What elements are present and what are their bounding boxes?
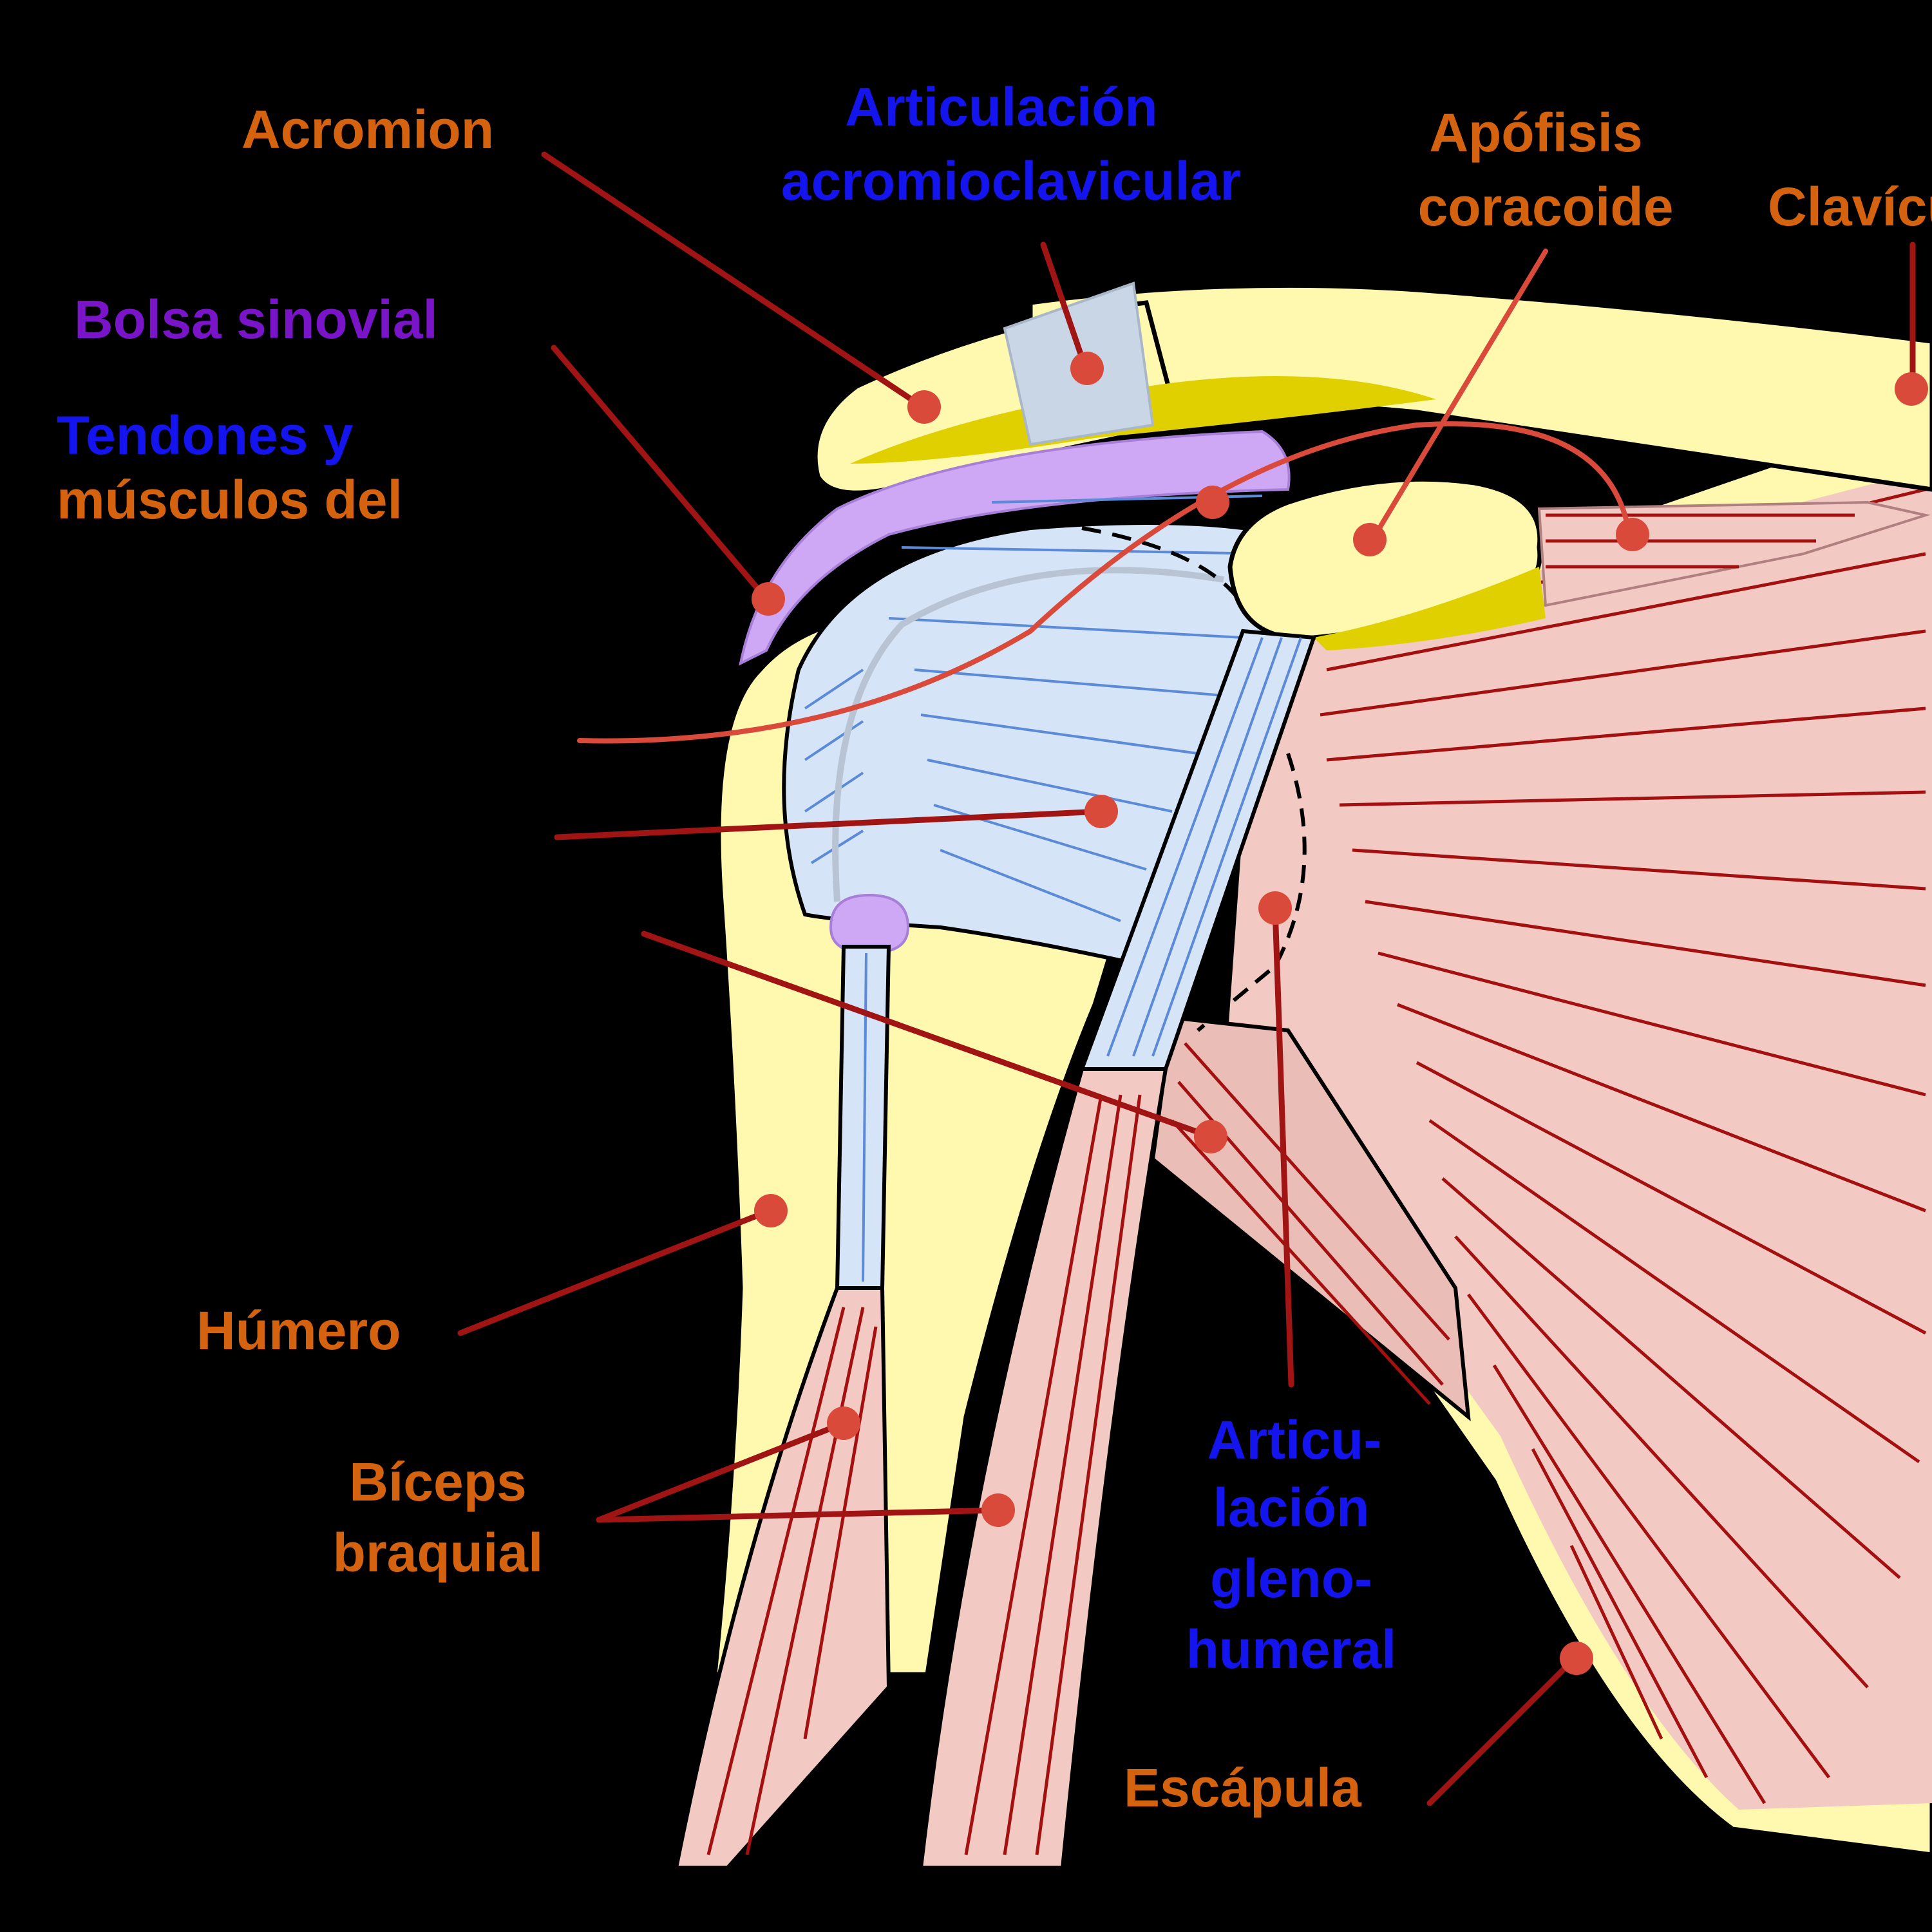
leader-lines bbox=[457, 151, 1916, 1806]
dot-coracoid bbox=[1353, 523, 1387, 556]
label-ac-joint-2: acromioclavicular bbox=[781, 151, 1241, 211]
dot-bursa bbox=[752, 582, 785, 616]
label-biceps-1: Bíceps bbox=[349, 1452, 526, 1512]
leader-scapula bbox=[1426, 1655, 1578, 1806]
label-gh-joint-4: humeral bbox=[1186, 1619, 1397, 1680]
coracoacromial-fibers bbox=[1546, 513, 1855, 569]
label-coracoid-1: Apófisis bbox=[1429, 102, 1642, 163]
biceps-long-fibers bbox=[706, 1307, 878, 1855]
dot-tendons-4 bbox=[1616, 518, 1649, 551]
leader-tendons-1 bbox=[577, 421, 1632, 744]
dot-tendons-2 bbox=[1084, 795, 1118, 828]
label-bursa: Bolsa sinovial bbox=[74, 289, 438, 350]
label-gh-joint-2: lación bbox=[1213, 1477, 1370, 1538]
leader-acromion bbox=[541, 151, 924, 409]
coracoid-cartilage bbox=[1314, 567, 1546, 650]
leader-bursa bbox=[551, 345, 770, 602]
dot-clavicle bbox=[1895, 372, 1928, 406]
labels: Acromion Articulación acromioclavicular … bbox=[57, 77, 1932, 1818]
leader-coracoid bbox=[1369, 249, 1548, 544]
scapula bbox=[1224, 410, 1932, 1857]
label-gh-joint-3: gleno- bbox=[1210, 1548, 1372, 1609]
bursa-sac bbox=[739, 430, 1291, 666]
leader-biceps-2 bbox=[596, 1507, 1001, 1523]
label-ac-joint-1: Articulación bbox=[845, 77, 1157, 137]
label-biceps-2: braquial bbox=[333, 1522, 544, 1583]
dot-biceps-1 bbox=[827, 1406, 860, 1440]
biceps-long-head-bursa bbox=[829, 893, 910, 955]
dot-tendons-1 bbox=[1196, 486, 1229, 519]
biceps-short-tendon-fibers bbox=[1106, 637, 1302, 1057]
label-scapula: Escápula bbox=[1124, 1757, 1362, 1818]
label-tendons-1: Tendones y bbox=[57, 405, 354, 466]
dot-acromion bbox=[907, 390, 941, 424]
subscapularis-fibers bbox=[1320, 488, 1927, 1804]
dot-humerus bbox=[754, 1194, 788, 1227]
label-coracoid-2: coracoide bbox=[1418, 176, 1674, 237]
leader-ac-joint bbox=[1040, 242, 1088, 370]
biceps-short-head-muscle bbox=[918, 1067, 1168, 1870]
leader-biceps-1 bbox=[596, 1420, 847, 1523]
label-clavicle: Clavícula bbox=[1768, 176, 1932, 237]
leader-humerus bbox=[457, 1208, 773, 1336]
label-humerus: Húmero bbox=[196, 1300, 401, 1361]
leader-dots bbox=[752, 352, 1928, 1675]
label-acromion: Acromion bbox=[242, 99, 494, 160]
dot-scapula bbox=[1560, 1642, 1593, 1675]
joint-capsule-dash bbox=[1081, 526, 1251, 620]
dot-tendons-3 bbox=[1194, 1120, 1227, 1153]
label-tendons-2: músculos del bbox=[57, 469, 402, 530]
leader-tendons-3 bbox=[641, 931, 1214, 1140]
rotator-cuff-curve bbox=[832, 567, 1224, 902]
dot-biceps-2 bbox=[981, 1493, 1015, 1527]
biceps-short-fibers bbox=[964, 1094, 1142, 1855]
leader-tendons-2 bbox=[554, 808, 1104, 840]
label-gh-joint-1: Articu- bbox=[1208, 1410, 1382, 1470]
dot-gh-joint bbox=[1258, 891, 1292, 925]
glenohumeral-joint-dash bbox=[1197, 753, 1307, 1032]
dot-ac-joint bbox=[1070, 352, 1104, 385]
rotator-cuff-fibers bbox=[804, 495, 1269, 922]
leader-gh-joint bbox=[1272, 905, 1294, 1388]
